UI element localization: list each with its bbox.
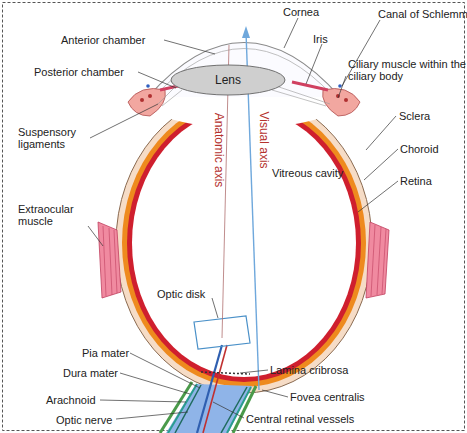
part-label: Posterior chamber	[34, 66, 124, 78]
part-label: Choroid	[400, 143, 439, 155]
cornea	[148, 43, 340, 98]
part-label: Canal of Schlemm	[378, 8, 467, 20]
extraocular-muscles	[98, 222, 389, 298]
part-label: Suspensory ligaments	[18, 126, 98, 150]
axis-label: Visual axis	[258, 111, 270, 168]
part-label: Anterior chamber	[61, 34, 145, 46]
sclera	[116, 93, 372, 393]
part-label: Central retinal vessels	[246, 413, 354, 425]
choroid	[122, 99, 366, 387]
lens-label: Lens	[170, 64, 286, 96]
part-label: Sclera	[399, 110, 430, 122]
part-label: Optic nerve	[56, 414, 112, 426]
part-label: Cornea	[283, 6, 319, 18]
vitreous	[132, 109, 356, 377]
canal-of-schlemm	[146, 84, 150, 88]
part-label: Ciliary muscle within the ciliary body	[348, 58, 466, 82]
part-label: Lamina cribrosa	[270, 364, 348, 376]
part-label: Vitreous cavity	[272, 167, 343, 179]
cornea-inner	[154, 49, 334, 98]
part-label: Retina	[400, 175, 432, 187]
part-label: Dura mater	[63, 367, 118, 379]
retina	[127, 104, 361, 382]
lens-node: Lens	[170, 64, 286, 96]
axis-label: Anatomic axis	[213, 113, 225, 188]
part-label: Extraocular muscle	[18, 203, 93, 227]
part-label: Optic disk	[157, 288, 205, 300]
part-label: Fovea centralis	[290, 391, 365, 403]
arrowhead	[242, 26, 250, 38]
part-label: Pia mater	[82, 347, 129, 359]
part-label: Iris	[313, 33, 328, 45]
part-label: Arachnoid	[46, 394, 96, 406]
canal-of-schlemm	[338, 84, 342, 88]
